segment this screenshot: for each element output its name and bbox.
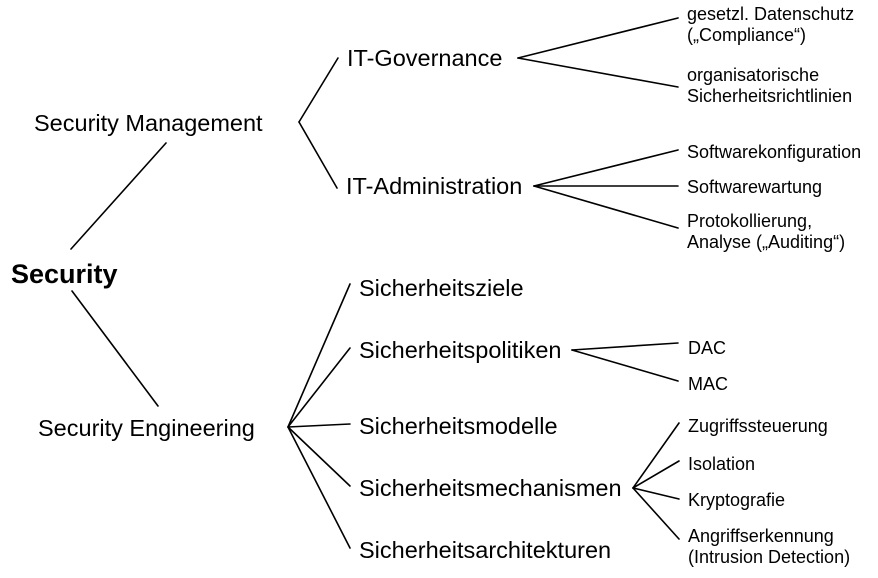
node-label-isolation: Isolation — [688, 454, 755, 474]
node-label-protokollierung-analyse: Protokollierung,Analyse („Auditing“) — [687, 211, 845, 252]
node-label-dac: DAC — [688, 338, 726, 358]
node-label-line-1: organisatorische — [687, 65, 819, 85]
edges-layer — [70, 17, 680, 549]
connector-sicherheitspolitiken-to-dac — [571, 342, 679, 351]
node-label-line-2: („Compliance“) — [687, 25, 806, 45]
connector-security-engineering-to-sicherheitsmodelle — [287, 423, 351, 428]
connector-security-management-to-it-governance — [298, 57, 339, 123]
connector-sicherheitsmechanismen-to-kryptografie — [632, 487, 680, 500]
connector-security-engineering-to-sicherheitsarchitekturen — [287, 426, 351, 549]
node-label-angriffserkennung: Angriffserkennung(Intrusion Detection) — [688, 526, 850, 567]
connector-security-engineering-to-sicherheitsziele — [287, 283, 351, 428]
node-label-zugriffssteuerung: Zugriffssteuerung — [688, 416, 828, 436]
node-label-sicherheitsziele: Sicherheitsziele — [359, 275, 524, 301]
connector-it-administration-to-softwarekonfiguration — [533, 149, 679, 187]
node-label-gesetzl-datenschutz: gesetzl. Datenschutz(„Compliance“) — [687, 4, 854, 45]
node-label-sicherheitspolitiken: Sicherheitspolitiken — [359, 337, 561, 363]
node-label-it-governance: IT-Governance — [347, 45, 502, 71]
node-label-line-2: (Intrusion Detection) — [688, 547, 850, 567]
connector-it-administration-to-protokollierung-analyse — [533, 185, 679, 229]
node-label-softwarewartung: Softwarewartung — [687, 177, 822, 197]
connector-it-governance-to-organisatorische-sicherheitsrichtlinien — [517, 57, 679, 88]
connector-security-management-to-it-administration — [298, 121, 338, 189]
node-label-security: Security — [11, 259, 118, 289]
node-label-it-administration: IT-Administration — [346, 173, 522, 199]
connector-sicherheitsmechanismen-to-zugriffssteuerung — [632, 422, 680, 489]
connector-security-to-security-management — [70, 142, 167, 250]
node-label-sicherheitsarchitekturen: Sicherheitsarchitekturen — [359, 537, 611, 563]
node-label-security-engineering: Security Engineering — [38, 415, 255, 441]
node-label-line-1: Angriffserkennung — [688, 526, 834, 546]
node-label-line-1: gesetzl. Datenschutz — [687, 4, 854, 24]
node-label-line-2: Sicherheitsrichtlinien — [687, 86, 852, 106]
node-label-sicherheitsmodelle: Sicherheitsmodelle — [359, 413, 558, 439]
connector-security-engineering-to-sicherheitsmechanismen — [287, 426, 351, 487]
connector-security-to-security-engineering — [71, 290, 159, 407]
node-label-kryptografie: Kryptografie — [688, 490, 785, 510]
node-label-line-2: Analyse („Auditing“) — [687, 232, 845, 252]
node-label-mac: MAC — [688, 374, 728, 394]
connector-security-engineering-to-sicherheitspolitiken — [287, 347, 351, 428]
node-label-line-1: Protokollierung, — [687, 211, 812, 231]
connector-sicherheitspolitiken-to-mac — [571, 349, 679, 382]
node-label-sicherheitsmechanismen: Sicherheitsmechanismen — [359, 475, 622, 501]
connector-sicherheitsmechanismen-to-isolation — [632, 460, 680, 489]
connector-sicherheitsmechanismen-to-angriffserkennung — [632, 487, 680, 540]
connector-it-governance-to-gesetzl-datenschutz — [517, 17, 679, 59]
node-label-security-management: Security Management — [34, 110, 263, 136]
node-label-softwarekonfiguration: Softwarekonfiguration — [687, 142, 861, 162]
